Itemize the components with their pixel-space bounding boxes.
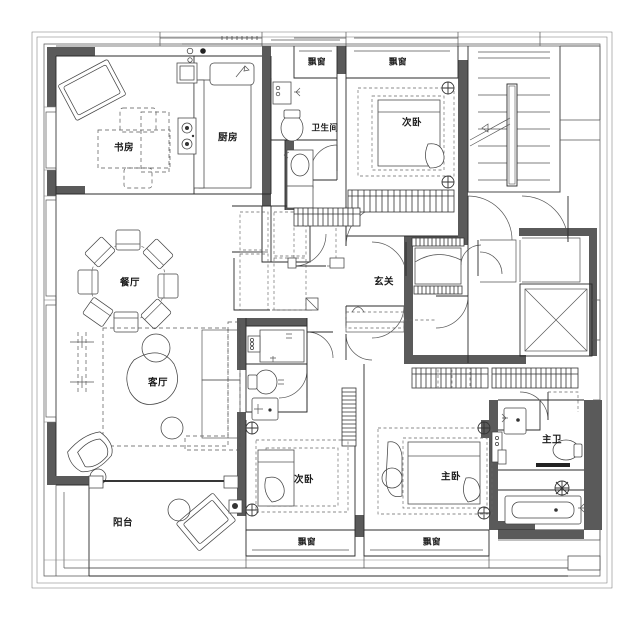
outer-envelope [31, 31, 613, 589]
room-label-master-bath: 主卫 [542, 434, 562, 446]
bay-window-label-bottom-right: 飘窗 [423, 537, 441, 548]
bay-window-label-bottom-left: 飘窗 [298, 537, 316, 548]
room-label-bedroom-2-north: 次卧 [402, 117, 422, 129]
bay-window-label-top-left: 飘窗 [308, 57, 326, 68]
room-label-bathroom-1: 卫生间 [311, 123, 338, 134]
master-bedroom-furniture [377, 367, 579, 520]
kitchen-fixtures [176, 43, 262, 189]
bedroom-2-north-furniture [345, 81, 455, 247]
master-bath-fixtures [491, 407, 585, 525]
foyer-furniture [287, 207, 407, 361]
bathroom-1-fixtures [272, 81, 338, 209]
room-label-living: 客厅 [147, 377, 168, 389]
dining-furniture [77, 229, 179, 333]
room-label-dining: 餐厅 [119, 277, 140, 289]
bathroom-2-fixtures [247, 329, 357, 447]
balcony-furniture [88, 475, 243, 551]
bottom-vent-strips [44, 400, 602, 571]
room-label-foyer: 玄关 [374, 276, 394, 288]
study-furniture [58, 59, 171, 189]
lobby-doors [404, 195, 569, 329]
bedroom-2-south-furniture [245, 421, 349, 517]
exterior-window-rails [44, 36, 458, 423]
room-label-bedroom-2-south: 次卧 [294, 474, 314, 486]
room-label-balcony: 阳台 [113, 517, 133, 529]
room-label-master-bedroom: 主卧 [441, 471, 461, 483]
room-label-study: 书房 [114, 142, 134, 154]
bay-window-labels: 飘窗 飘窗 飘窗 飘窗 [298, 57, 441, 548]
bay-window-label-top-right: 飘窗 [389, 57, 407, 68]
living-room-furniture [67, 321, 241, 486]
room-labels: 书房 厨房 餐厅 客厅 阳台 卫生间 次卧 玄关 次卧 主卧 主卫 [113, 117, 562, 529]
utility-storage [233, 211, 319, 311]
room-label-kitchen: 厨房 [218, 132, 238, 144]
